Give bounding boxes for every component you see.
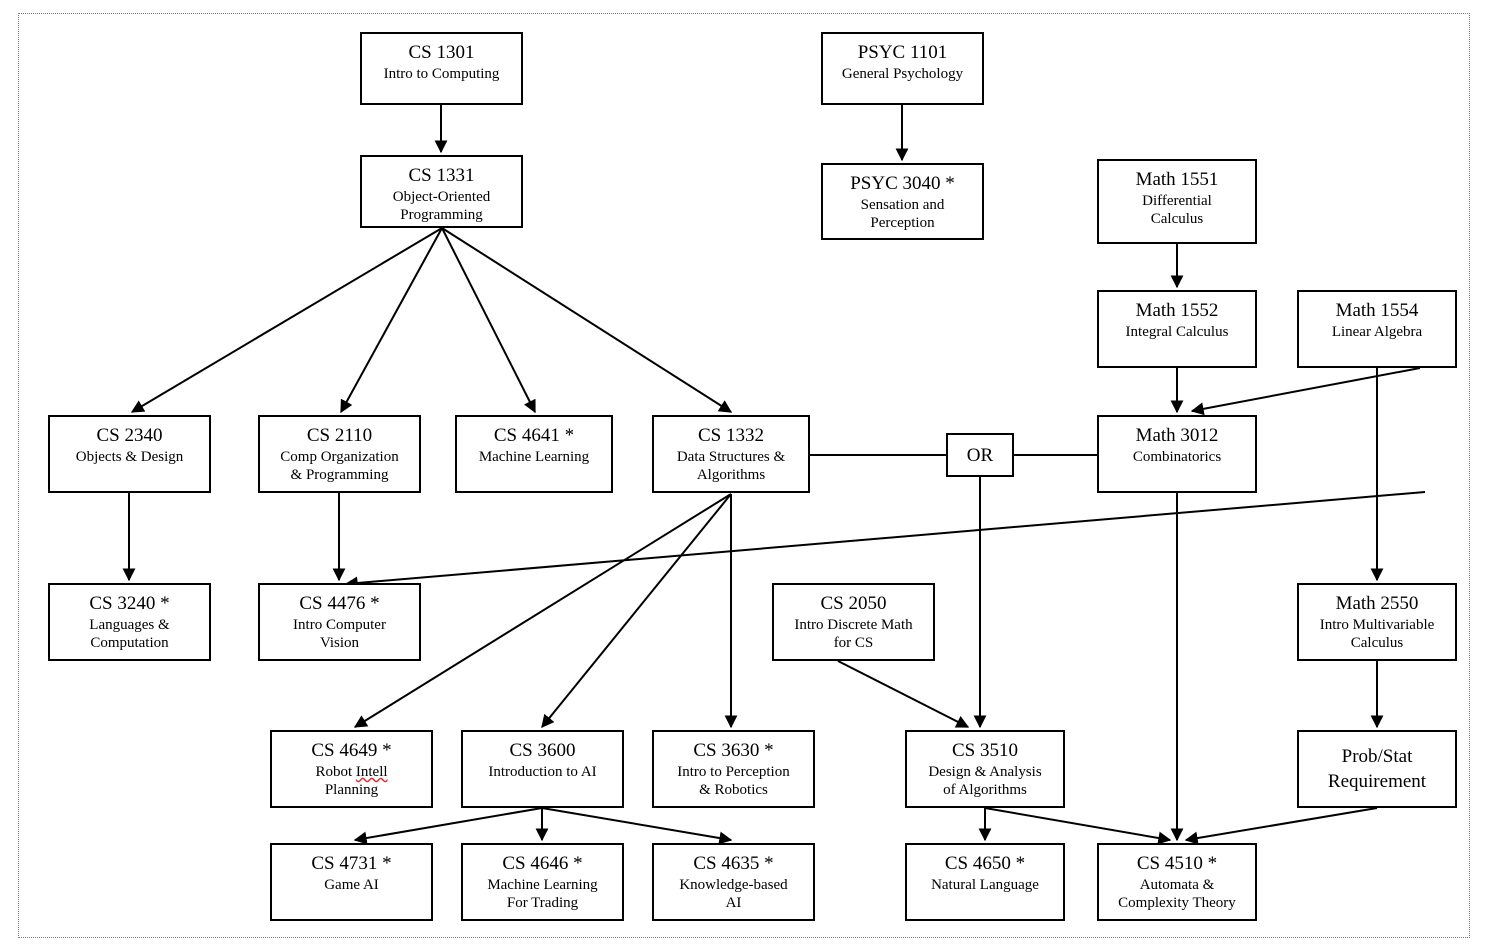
edge-cs2050-to-cs3510 <box>837 660 970 728</box>
node-code: CS 4649 * <box>311 740 392 761</box>
node-cs4731[interactable]: CS 4731 * Game AI <box>270 843 433 921</box>
node-cs3630[interactable]: CS 3630 * Intro to Perception & Robotics <box>652 730 815 808</box>
node-code: CS 3510 <box>952 740 1018 761</box>
node-title: Design & Analysis of Algorithms <box>928 764 1042 798</box>
node-title: Linear Algebra <box>1331 324 1423 340</box>
node-cs4649[interactable]: CS 4649 * Robot Intell Planning <box>270 730 433 808</box>
node-code: CS 2110 <box>306 425 373 446</box>
node-title: Differential Calculus <box>1142 193 1212 227</box>
node-title: Integral Calculus <box>1125 324 1229 340</box>
node-cs4510[interactable]: CS 4510 * Automata & Complexity Theory <box>1097 843 1257 921</box>
node-cs4641[interactable]: CS 4641 * Machine Learning <box>455 415 613 493</box>
node-title: Combinatorics <box>1132 449 1222 465</box>
edge-cs1331-to-cs4641 <box>441 227 536 414</box>
node-title: Automata & Complexity Theory <box>1118 877 1236 911</box>
node-code: CS 4635 * <box>693 853 774 874</box>
edges <box>122 105 1426 845</box>
node-code: CS 4641 * <box>493 425 575 446</box>
node-code: CS 1332 <box>698 425 764 446</box>
node-code: CS 1301 <box>408 42 475 63</box>
node-code: Prob/Stat Requirement <box>1327 746 1427 792</box>
node-title: Intro to Computing <box>383 66 500 82</box>
node-title: Intro Multivariable Calculus <box>1319 617 1435 651</box>
edge-cs3600-to-cs4731 <box>353 807 543 845</box>
node-code: OR <box>966 444 994 466</box>
node-code: CS 4650 * <box>944 853 1026 874</box>
node-title: Intro to Perception & Robotics <box>677 764 790 798</box>
node-code: PSYC 1101 <box>857 42 948 63</box>
node-cs4650[interactable]: CS 4650 * Natural Language <box>905 843 1065 921</box>
node-title: Sensation and Perception <box>860 197 945 231</box>
node-code: Math 1554 <box>1335 300 1419 321</box>
node-title: Natural Language <box>931 877 1039 893</box>
node-title: Data Structures & Algorithms <box>676 449 786 483</box>
node-title: Comp Organization & Programming <box>280 449 399 483</box>
edge-cs1331-to-cs2110 <box>340 227 443 414</box>
edge-cs1332-to-cs4649 <box>353 493 732 728</box>
node-code: CS 3600 <box>509 740 576 761</box>
edge-cs3510-to-cs4510 <box>984 807 1172 845</box>
node-code: CS 2050 <box>820 593 887 614</box>
edge-math1554-to-math3012 <box>1190 367 1421 416</box>
node-code: CS 1331 <box>408 165 475 186</box>
node-code: CS 4731 * <box>311 853 392 874</box>
edge-cs1332-to-cs3600 <box>541 493 732 729</box>
node-code: PSYC 3040 * <box>850 173 955 194</box>
node-title: Languages & Computation <box>89 617 170 651</box>
node-cs4646[interactable]: CS 4646 * Machine Learning For Trading <box>461 843 624 921</box>
spellcheck-underline: Intell <box>355 764 388 780</box>
node-code: CS 4476 * <box>299 593 380 614</box>
node-code: CS 3630 * <box>693 740 774 761</box>
node-title: Machine Learning <box>478 449 590 465</box>
node-code: Math 3012 <box>1135 425 1219 446</box>
node-probstat[interactable]: Prob/Stat Requirement <box>1297 730 1457 808</box>
node-cs4635[interactable]: CS 4635 * Knowledge-based AI <box>652 843 815 921</box>
node-code: CS 4510 * <box>1136 853 1218 874</box>
node-cs3240[interactable]: CS 3240 * Languages & Computation <box>48 583 211 661</box>
node-title: Knowledge-based AI <box>679 877 788 911</box>
node-code: CS 3240 * <box>89 593 170 614</box>
node-code: Math 1551 <box>1135 169 1219 190</box>
node-title: Robot Intell Planning <box>315 764 388 798</box>
node-title: Game AI <box>324 877 379 893</box>
node-code: CS 2340 <box>96 425 163 446</box>
node-title: Objects & Design <box>75 449 184 465</box>
node-title: Machine Learning For Trading <box>487 877 598 911</box>
node-code: Math 1552 <box>1135 300 1219 321</box>
node-code: CS 4646 * <box>502 853 583 874</box>
node-title: Intro Computer Vision <box>293 617 386 651</box>
edge-probstat-to-cs4510 <box>1184 807 1378 845</box>
edge-cs1331-to-cs1332 <box>441 227 733 413</box>
node-title: Object-Oriented Programming <box>392 189 491 223</box>
node-title: Introduction to AI <box>488 764 597 780</box>
edge-math1554-to-cs4476 <box>344 491 1426 590</box>
node-cs4476[interactable]: CS 4476 * Intro Computer Vision <box>258 583 421 661</box>
edge-cs1331-to-cs2340 <box>130 227 443 413</box>
node-code: Math 2550 <box>1335 593 1419 614</box>
node-psyc3040[interactable]: PSYC 3040 * Sensation and Perception <box>821 163 984 240</box>
node-title: General Psychology <box>841 66 964 82</box>
edge-cs3600-to-cs4635 <box>541 807 733 845</box>
node-title: Intro Discrete Math for CS <box>794 617 913 651</box>
node-or[interactable]: OR <box>946 433 1014 477</box>
